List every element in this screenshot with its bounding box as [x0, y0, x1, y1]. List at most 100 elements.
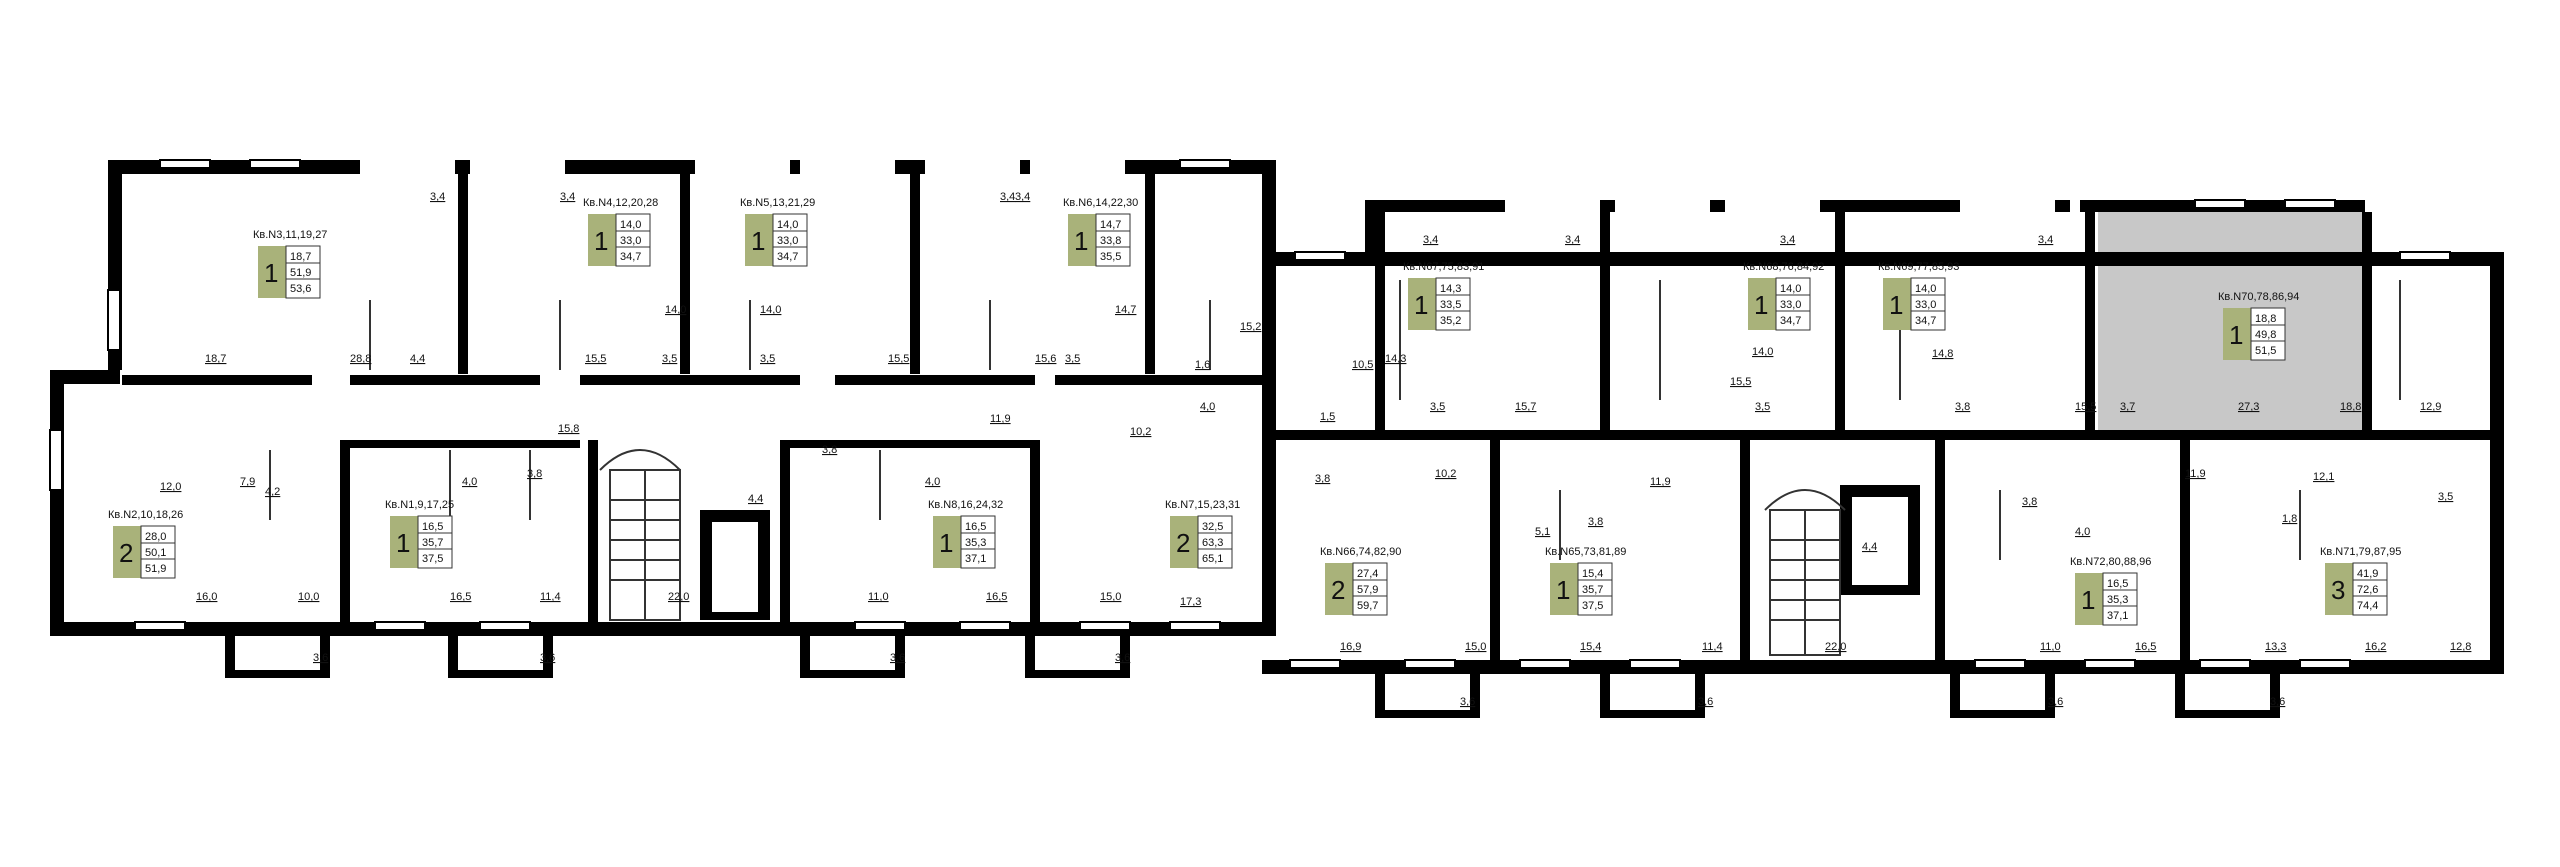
- total-area: 35,7: [1582, 584, 1603, 596]
- areas-box: [1095, 213, 1131, 267]
- room-area-label: 3,6: [2048, 696, 2063, 708]
- apartment-number-label: Кв.N67,75,83,91: [1403, 261, 1484, 273]
- areas-box: [1197, 515, 1233, 569]
- room-area-label: 4,2: [265, 486, 280, 498]
- room-area-label: 11,4: [1702, 641, 1723, 653]
- left-staircase: [599, 449, 681, 621]
- areas-box: [2102, 572, 2138, 626]
- room-area-label: 3,8: [527, 468, 542, 480]
- total-area: 33,0: [620, 235, 641, 247]
- living-area: 14,3: [1440, 283, 1461, 295]
- rooms-badge: [2325, 563, 2353, 615]
- room-area-label: 15,6: [1035, 353, 1056, 365]
- rooms-count: 2: [1331, 575, 1345, 605]
- room-area-label: 4,4: [410, 353, 425, 365]
- room-area-label: 3,8: [2022, 496, 2037, 508]
- room-area-label: 3,4: [2038, 234, 2053, 246]
- rooms-count: 1: [1754, 290, 1768, 320]
- rooms-count: 1: [751, 226, 765, 256]
- apartment-number-label: Кв.N4,12,20,28: [583, 197, 658, 209]
- total-area-with-loggia: 35,2: [1440, 315, 1461, 327]
- apartment-number-label: Кв.N5,13,21,29: [740, 197, 815, 209]
- rooms-badge: [1408, 278, 1436, 330]
- room-area-label: 15,7: [1515, 401, 1536, 413]
- room-area-label: 5,1: [1535, 526, 1550, 538]
- apartment-number-label: Кв.N6,14,22,30: [1063, 197, 1138, 209]
- total-area: 33,5: [1440, 299, 1461, 311]
- apartment-a14[interactable]: Кв.N65,73,81,89 1 15,4 35,7 37,5: [1545, 546, 1626, 616]
- total-area-with-loggia: 51,5: [2255, 345, 2276, 357]
- left-balconies: [225, 636, 1130, 678]
- areas-box: [1910, 277, 1946, 331]
- highlighted-loggia: [2098, 212, 2198, 252]
- room-area-label: 16,5: [450, 591, 471, 603]
- total-area: 35,3: [965, 537, 986, 549]
- areas-box: [140, 525, 176, 579]
- room-area-label: 13,3: [2265, 641, 2286, 653]
- rooms-badge: [1325, 563, 1353, 615]
- total-area-with-loggia: 37,5: [1582, 600, 1603, 612]
- apartment-number-label: Кв.N1,9,17,25: [385, 499, 454, 511]
- room-area-label: 3,5: [1430, 401, 1445, 413]
- living-area: 15,4: [1582, 568, 1603, 580]
- apartment-number-label: Кв.N71,79,87,95: [2320, 546, 2401, 558]
- total-area-with-loggia: 34,7: [777, 251, 798, 263]
- room-area-label: 11,9: [2185, 468, 2206, 480]
- left-top-loggias: [360, 160, 1125, 174]
- room-area-label: 11,0: [868, 591, 889, 603]
- room-area-label: 3,6: [1115, 652, 1130, 664]
- rooms-count: 1: [2081, 585, 2095, 615]
- room-area-label: 3,6: [1460, 696, 1475, 708]
- room-area-label: 16,2: [2365, 641, 2386, 653]
- apartment-number-label: Кв.N65,73,81,89: [1545, 546, 1626, 558]
- room-area-label: 3,6: [1698, 696, 1713, 708]
- room-area-label: 3,6: [540, 652, 555, 664]
- room-area-label: 16,9: [1340, 641, 1361, 653]
- room-area-label: 3,5: [1065, 353, 1080, 365]
- rooms-count: 3: [2331, 575, 2345, 605]
- room-area-label: 3,5: [662, 353, 677, 365]
- rooms-badge: [745, 214, 773, 266]
- rooms-count: 1: [1556, 575, 1570, 605]
- room-area-label: 3,7: [2120, 401, 2135, 413]
- rooms-badge: [1883, 278, 1911, 330]
- room-area-label: 14,0: [1752, 346, 1773, 358]
- total-area: 33,0: [1780, 299, 1801, 311]
- room-area-label: 11,4: [540, 591, 561, 603]
- living-area: 14,7: [1100, 219, 1121, 231]
- room-area-label: 4,4: [1862, 541, 1877, 553]
- left-windows: [49, 159, 1231, 631]
- rooms-count: 1: [1889, 290, 1903, 320]
- total-area: 72,6: [2357, 584, 2378, 596]
- total-area-with-loggia: 37,5: [422, 553, 443, 565]
- room-area-label: 18,8: [2340, 401, 2361, 413]
- apartment-number-label: Кв.N69,77,85,93: [1878, 261, 1959, 273]
- room-area-label: 16,0: [196, 591, 217, 603]
- room-area-label: 3,5: [2438, 491, 2453, 503]
- room-area-label: 11,9: [990, 413, 1011, 425]
- total-area-with-loggia: 74,4: [2357, 600, 2378, 612]
- room-area-label: 7,9: [240, 476, 255, 488]
- total-area-with-loggia: 34,7: [1915, 315, 1936, 327]
- room-area-label: 16,5: [2135, 641, 2156, 653]
- total-area-with-loggia: 65,1: [1202, 553, 1223, 565]
- room-area-label: 15,0: [1465, 641, 1486, 653]
- apartment-number-label: Кв.N7,15,23,31: [1165, 499, 1240, 511]
